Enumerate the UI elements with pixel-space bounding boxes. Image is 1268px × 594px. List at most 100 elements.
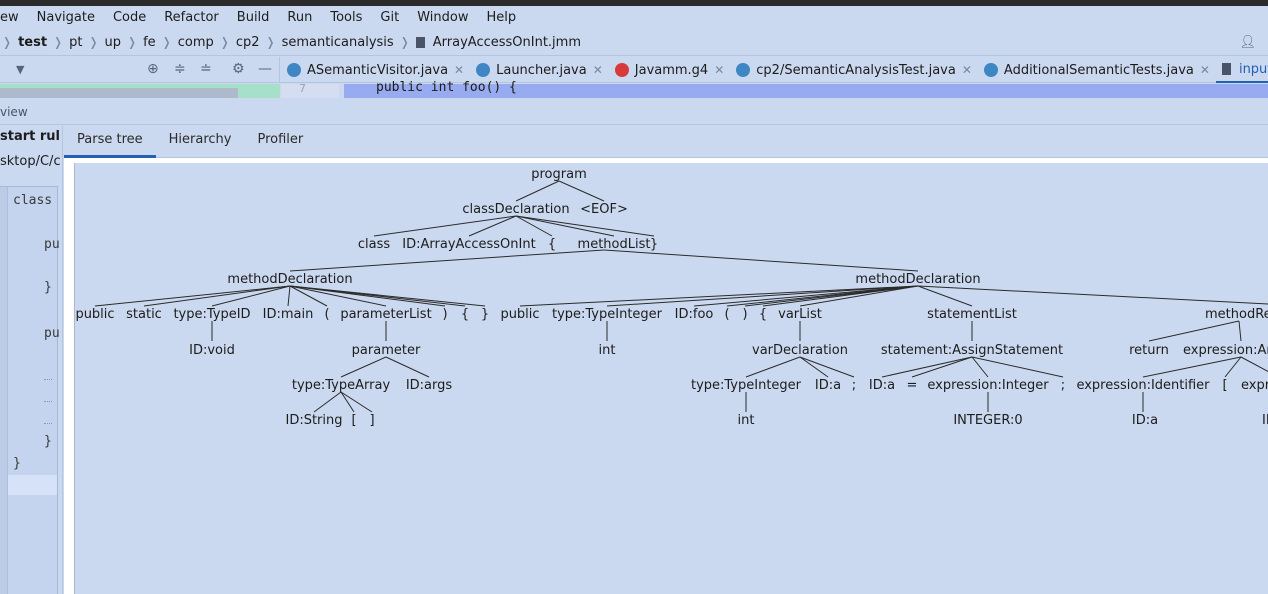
menu-help[interactable]: Help (486, 9, 517, 25)
parse-tree-canvas[interactable]: program classDeclaration <EOF> class ID:… (74, 163, 1268, 594)
node-lbracket[interactable]: [ (1222, 378, 1227, 393)
node-lparen[interactable]: ( (324, 307, 329, 322)
breadcrumb-item[interactable]: comp (177, 34, 214, 50)
breadcrumb-item[interactable]: fe (143, 34, 156, 50)
menu-git[interactable]: Git (380, 9, 400, 25)
tab-profiler[interactable]: Profiler (257, 132, 304, 147)
node-lbrace[interactable]: { (759, 307, 767, 322)
node-rbrace[interactable]: } (650, 237, 658, 252)
node-int[interactable]: int (738, 413, 755, 428)
node-type-id[interactable]: type:TypeID (173, 307, 250, 322)
node-type-integer[interactable]: type:TypeInteger (691, 378, 802, 393)
node-eof[interactable]: <EOF> (580, 202, 628, 217)
node-int[interactable]: int (599, 343, 616, 358)
node-id-class[interactable]: ID:ArrayAccessOnInt (402, 237, 535, 252)
node-id-void[interactable]: ID:void (189, 343, 235, 358)
tab-hierarchy[interactable]: Hierarchy (168, 132, 232, 147)
breadcrumb-item[interactable]: test (18, 34, 48, 50)
node-integer-literal[interactable]: INTEGER:0 (953, 413, 1022, 428)
node-id-string[interactable]: ID:String (285, 413, 342, 428)
node-public[interactable]: public (500, 307, 539, 322)
node-expression-integer[interactable]: expression:Integer (927, 378, 1049, 393)
node-lbrace[interactable]: { (548, 237, 556, 252)
node-class-keyword[interactable]: class (358, 237, 390, 252)
menu-code[interactable]: Code (112, 9, 147, 25)
breadcrumb-item[interactable]: semanticanalysis (281, 34, 394, 50)
menu-view[interactable]: ew (0, 9, 19, 25)
breadcrumb-item[interactable]: cp2 (235, 34, 260, 50)
node-expression[interactable]: expr (1241, 378, 1268, 393)
tab-semanticanalysistest[interactable]: cp2/SemanticAnalysisTest.java ✕ (730, 57, 978, 83)
node-id-a[interactable]: ID:a (1132, 413, 1158, 428)
breadcrumb-item-file[interactable]: ArrayAccessOnInt.jmm (432, 34, 581, 50)
menu-run[interactable]: Run (287, 9, 313, 25)
close-icon[interactable]: ✕ (1199, 63, 1210, 77)
node-semicolon[interactable]: ; (1061, 378, 1065, 393)
input-file-path[interactable]: sktop/C/cc (0, 154, 60, 169)
close-icon[interactable]: ✕ (714, 63, 725, 77)
node-class-declaration[interactable]: classDeclaration (462, 202, 569, 217)
node-id-main[interactable]: ID:main (263, 307, 314, 322)
node-rbracket[interactable]: ] (369, 413, 374, 428)
tab-input-txt[interactable]: input.txt (1215, 57, 1268, 83)
menu-refactor[interactable]: Refactor (164, 9, 219, 25)
tab-javamm[interactable]: Javamm.g4 ✕ (609, 57, 731, 83)
node-method-declaration[interactable]: methodDeclaration (227, 272, 352, 287)
node-var-list[interactable]: varList (778, 307, 822, 322)
tab-label: Javamm.g4 (634, 62, 709, 78)
node-parameter-list[interactable]: parameterList (340, 307, 431, 322)
node-integer-partial[interactable]: IN (1262, 413, 1268, 428)
gear-icon[interactable]: ⚙ (232, 61, 245, 77)
node-lbracket[interactable]: [ (351, 413, 356, 428)
node-semicolon[interactable]: ; (852, 378, 856, 393)
node-return[interactable]: return (1129, 343, 1169, 358)
node-program[interactable]: program (531, 167, 587, 182)
node-public[interactable]: public (75, 307, 114, 322)
node-method-return[interactable]: methodRe (1205, 307, 1268, 322)
tab-launcher[interactable]: Launcher.java ✕ (470, 57, 609, 83)
highlighted-code-line[interactable]: public int foo() { (344, 81, 1268, 98)
close-icon[interactable]: ✕ (961, 63, 972, 77)
node-lparen[interactable]: ( (724, 307, 729, 322)
node-assign-statement[interactable]: statement:AssignStatement (881, 343, 1063, 358)
user-icon[interactable]: 👤︎ (1239, 35, 1256, 50)
tab-asemanticvisitor[interactable]: ASemanticVisitor.java ✕ (281, 57, 470, 83)
node-id-a[interactable]: ID:a (815, 378, 841, 393)
code-text: } (44, 434, 52, 449)
node-type-integer[interactable]: type:TypeInteger (552, 307, 663, 322)
collapse-all-icon[interactable]: ≐ (200, 61, 212, 77)
minimize-icon[interactable]: — (258, 61, 272, 77)
node-id-a[interactable]: ID:a (869, 378, 895, 393)
locate-icon[interactable]: ⊕ (147, 61, 159, 77)
close-icon[interactable]: ✕ (454, 63, 465, 77)
chevron-down-icon[interactable]: ▼ (16, 63, 25, 76)
menu-tools[interactable]: Tools (330, 9, 363, 25)
node-rparen[interactable]: ) (442, 307, 447, 322)
node-var-declaration[interactable]: varDeclaration (752, 343, 848, 358)
node-type-array[interactable]: type:TypeArray (292, 378, 391, 393)
tab-additionalsemantictests[interactable]: AdditionalSemanticTests.java ✕ (978, 57, 1216, 83)
scroll-thumb[interactable] (0, 88, 238, 98)
close-icon[interactable]: ✕ (592, 63, 603, 77)
node-rparen[interactable]: ) (742, 307, 747, 322)
tab-parse-tree[interactable]: Parse tree (64, 126, 156, 158)
node-method-list[interactable]: methodList (578, 237, 651, 252)
breadcrumb-item[interactable]: pt (69, 34, 83, 50)
menu-build[interactable]: Build (236, 9, 270, 25)
node-id-args[interactable]: ID:args (406, 378, 453, 393)
menu-window[interactable]: Window (417, 9, 469, 25)
expand-all-icon[interactable]: ≑ (174, 61, 186, 77)
node-rbrace[interactable]: } (481, 307, 489, 322)
node-parameter[interactable]: parameter (352, 343, 421, 358)
node-static[interactable]: static (126, 307, 162, 322)
node-statement-list[interactable]: statementList (927, 307, 1017, 322)
node-equals[interactable]: = (907, 378, 918, 393)
breadcrumb-item[interactable]: up (104, 34, 122, 50)
node-method-declaration[interactable]: methodDeclaration (855, 272, 980, 287)
node-lbrace[interactable]: { (461, 307, 469, 322)
node-expression-identifier[interactable]: expression:Identifier (1076, 378, 1210, 393)
node-id-foo[interactable]: ID:foo (675, 307, 714, 322)
menu-navigate[interactable]: Navigate (36, 9, 95, 25)
input-editor[interactable]: class pu } pu } } (0, 186, 60, 594)
node-expression-array[interactable]: expression:Ar (1183, 343, 1268, 358)
